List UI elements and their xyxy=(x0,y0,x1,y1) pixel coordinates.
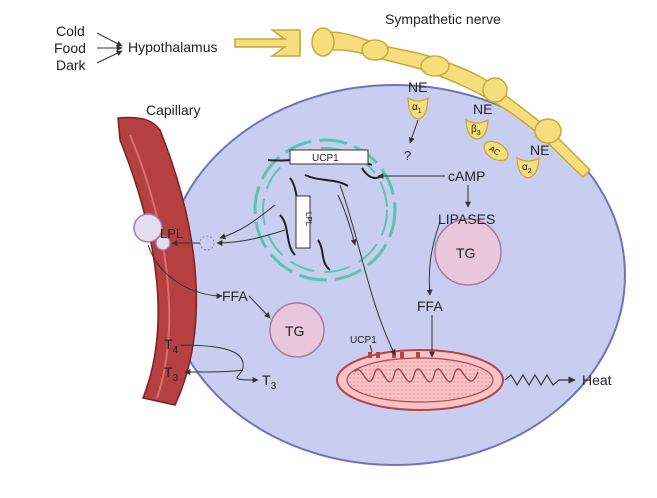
lipases-label: LIPASES xyxy=(438,211,495,227)
stimulus-cold: Cold xyxy=(56,23,85,39)
lpl-gene-box xyxy=(295,195,311,249)
ucp1-mito-label: UCP1 xyxy=(350,335,377,346)
heat-wave xyxy=(504,373,576,387)
alpha1-receptor xyxy=(407,96,429,120)
ucp1-gene-label: UCP1 xyxy=(312,153,339,164)
unknown-pathway-label: ? xyxy=(404,148,411,163)
beta3-label: β3 xyxy=(471,124,481,137)
stimulus-food: Food xyxy=(54,40,86,56)
ffa-label-left: FFA xyxy=(222,288,248,304)
tg-label-right: TG xyxy=(456,245,475,261)
lpl-lipoprotein-small xyxy=(155,235,171,251)
sympathetic-nerve xyxy=(234,27,592,179)
ne-label-1: NE xyxy=(408,79,427,95)
tg-droplet-right xyxy=(434,218,502,286)
capillary-label: Capillary xyxy=(146,102,200,118)
t3-cell-label: T3 xyxy=(262,372,277,392)
capillary-vessel xyxy=(117,116,198,406)
hypothalamus-label: Hypothalamus xyxy=(128,39,218,55)
mitochondrion xyxy=(336,349,504,411)
ucp1-gene-box xyxy=(289,149,369,165)
tg-droplet-left xyxy=(269,302,325,358)
t4-label: T4 xyxy=(164,336,179,356)
alpha2-label: α2 xyxy=(522,162,532,175)
heat-label: Heat xyxy=(582,372,612,388)
capillary-highlight xyxy=(129,134,171,399)
sympathetic-nerve-label: Sympathetic nerve xyxy=(385,11,501,27)
alpha2-receptor xyxy=(516,156,540,179)
lpl-capillary-label: LPL xyxy=(160,226,183,241)
lpl-gene-label: LPL xyxy=(304,212,313,227)
stimulus-dark: Dark xyxy=(56,57,87,73)
arrows xyxy=(96,32,471,383)
t3-capillary-label: T3 xyxy=(164,364,179,384)
adenylate-cyclase xyxy=(483,140,509,162)
tg-label-left: TG xyxy=(285,323,304,339)
camp-label: cAMP xyxy=(448,168,485,184)
alpha1-label: α1 xyxy=(412,102,422,115)
nucleus xyxy=(253,138,397,282)
beta3-receptor xyxy=(465,118,489,140)
lpl-lipoprotein-large xyxy=(133,213,163,243)
ffa-label-right: FFA xyxy=(417,298,443,314)
ne-label-2: NE xyxy=(473,101,492,117)
ne-label-3: NE xyxy=(530,142,549,158)
